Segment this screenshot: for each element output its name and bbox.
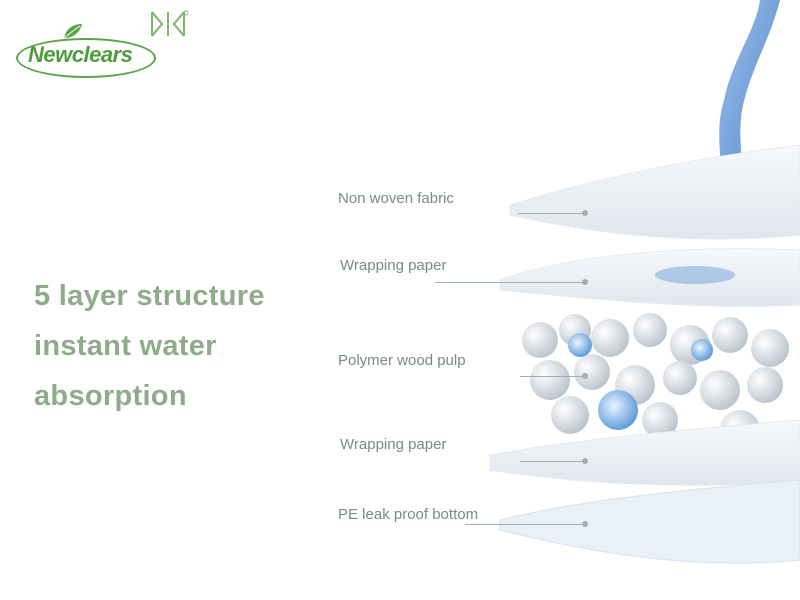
layer-label-wrapping-paper-bottom: Wrapping paper xyxy=(340,436,447,453)
headline-line-3: absorption xyxy=(34,380,187,412)
leader-dot xyxy=(582,210,588,216)
layer-label-polymer-wood-pulp: Polymer wood pulp xyxy=(338,352,466,369)
polymer-bead-icon xyxy=(522,313,799,474)
layer-label-non-woven-fabric: Non woven fabric xyxy=(338,190,454,207)
logo-oval xyxy=(16,38,156,78)
headline-line-1: 5 layer structure xyxy=(34,280,265,312)
leader-dot xyxy=(582,521,588,527)
leader-dot xyxy=(582,458,588,464)
leader-line xyxy=(518,213,584,214)
brand-logo: Newclears xyxy=(14,10,194,80)
leader-line xyxy=(520,461,585,462)
layer-illustration xyxy=(489,0,800,564)
headline-line-2: instant water xyxy=(34,330,217,362)
leader-line xyxy=(520,376,585,377)
layer-label-wrapping-paper-top: Wrapping paper xyxy=(340,257,447,274)
leader-dot xyxy=(582,279,588,285)
water-splash-icon xyxy=(716,0,780,200)
layer-label-pe-leak-proof-bottom: PE leak proof bottom xyxy=(338,506,479,523)
leader-line xyxy=(435,282,585,283)
monogram-icon xyxy=(151,10,188,37)
brand-name: Newclears xyxy=(28,42,133,67)
leader-dot xyxy=(582,373,588,379)
leader-line xyxy=(465,524,585,525)
leaf-icon xyxy=(63,24,82,39)
